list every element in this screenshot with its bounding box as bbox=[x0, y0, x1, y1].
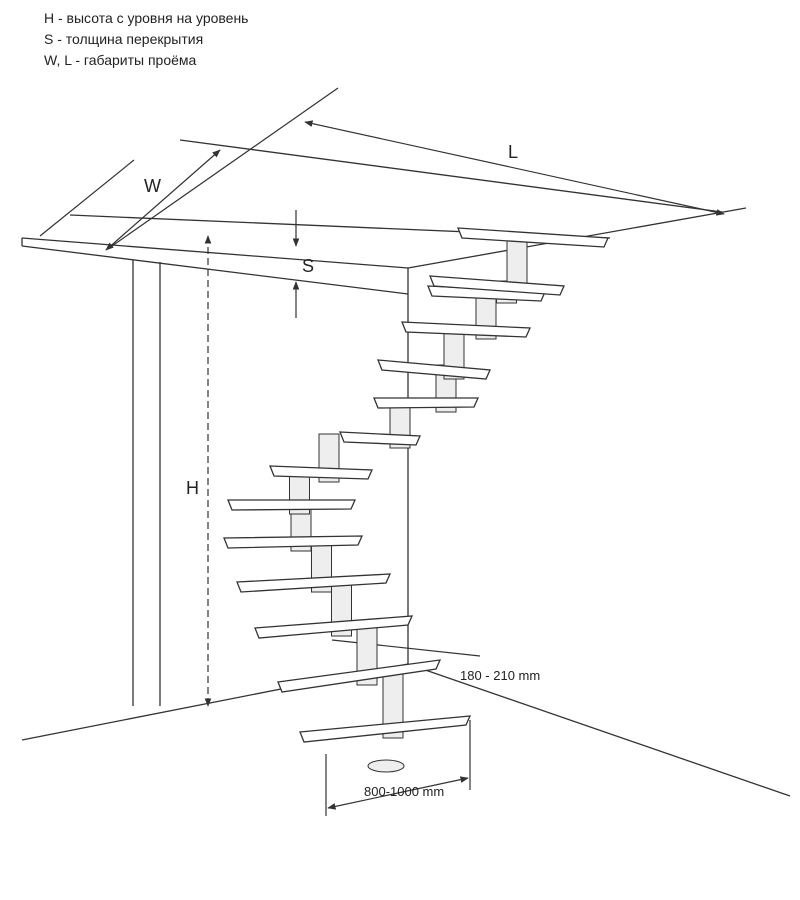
tread-4 bbox=[236, 573, 392, 593]
tread-2 bbox=[277, 659, 442, 693]
tread-11 bbox=[401, 321, 531, 338]
legend-s: S - толщина перекрытия bbox=[44, 31, 204, 47]
slab-top-edge bbox=[21, 237, 409, 269]
base-post bbox=[367, 759, 405, 773]
legend-h: H - высота с уровня на уровень bbox=[44, 10, 249, 26]
w-ext-right bbox=[111, 87, 339, 247]
tread-8 bbox=[339, 431, 421, 446]
tread-5 bbox=[223, 535, 364, 549]
tread-1 bbox=[299, 715, 472, 743]
slab-bottom-edge bbox=[21, 245, 409, 295]
s-label: S bbox=[302, 256, 314, 276]
width-label: 800-1000 mm bbox=[364, 784, 444, 799]
width-dim-line bbox=[327, 776, 469, 810]
h-label: H bbox=[186, 478, 199, 498]
tread-6 bbox=[227, 499, 357, 511]
tread-10 bbox=[377, 359, 491, 380]
tread-7 bbox=[269, 465, 373, 480]
tread-3 bbox=[254, 615, 414, 639]
room-outline bbox=[21, 139, 791, 797]
l-label: L bbox=[508, 142, 518, 162]
floor-right-line bbox=[407, 663, 791, 797]
w-label: W bbox=[144, 176, 161, 196]
w-dim-line bbox=[105, 149, 221, 251]
legend-wl: W, L - габариты проёма bbox=[44, 52, 197, 68]
rise-leader bbox=[331, 639, 481, 657]
tread-9 bbox=[373, 397, 480, 409]
opening-far-edge bbox=[179, 139, 723, 213]
rise-label: 180 - 210 mm bbox=[460, 668, 540, 683]
dimension-lines bbox=[39, 87, 725, 816]
tread-14 bbox=[457, 227, 609, 248]
w-ext-left bbox=[39, 159, 135, 237]
stair-steps bbox=[223, 227, 609, 773]
tread-13 bbox=[429, 275, 565, 296]
l-dim-line bbox=[304, 120, 725, 216]
